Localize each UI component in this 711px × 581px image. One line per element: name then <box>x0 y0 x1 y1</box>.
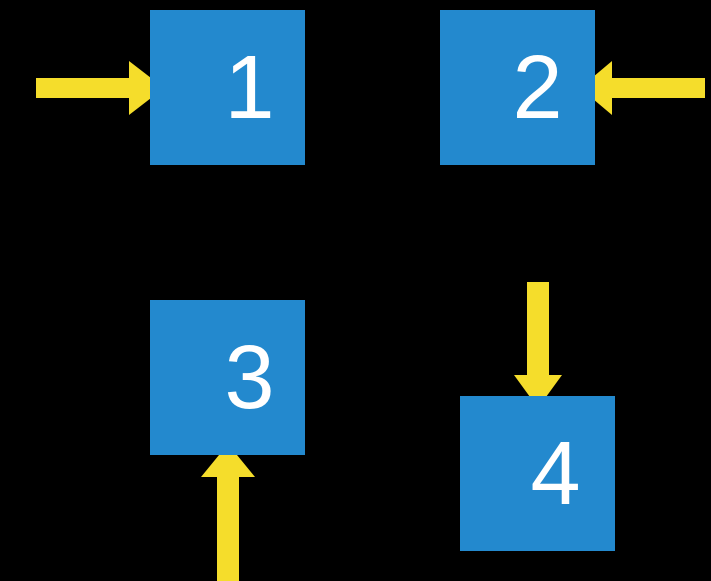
node-2-label: 2 <box>512 37 563 138</box>
arrow-right-icon <box>36 61 164 115</box>
node-3[interactable]: 3 <box>150 300 305 455</box>
node-3-label: 3 <box>224 327 275 428</box>
node-1-label: 1 <box>224 37 275 138</box>
arrow-up-icon <box>201 444 255 581</box>
arrow-left-icon <box>580 61 705 115</box>
node-4[interactable]: 4 <box>460 396 615 551</box>
node-4-label: 4 <box>530 423 581 524</box>
arrow-down-icon <box>514 282 562 408</box>
arrow-into-node-2 <box>580 61 705 115</box>
arrow-into-node-3 <box>201 444 255 581</box>
node-2[interactable]: 2 <box>440 10 595 165</box>
node-1[interactable]: 1 <box>150 10 305 165</box>
arrow-into-node-1 <box>36 61 164 115</box>
arrow-into-node-4 <box>514 282 562 408</box>
